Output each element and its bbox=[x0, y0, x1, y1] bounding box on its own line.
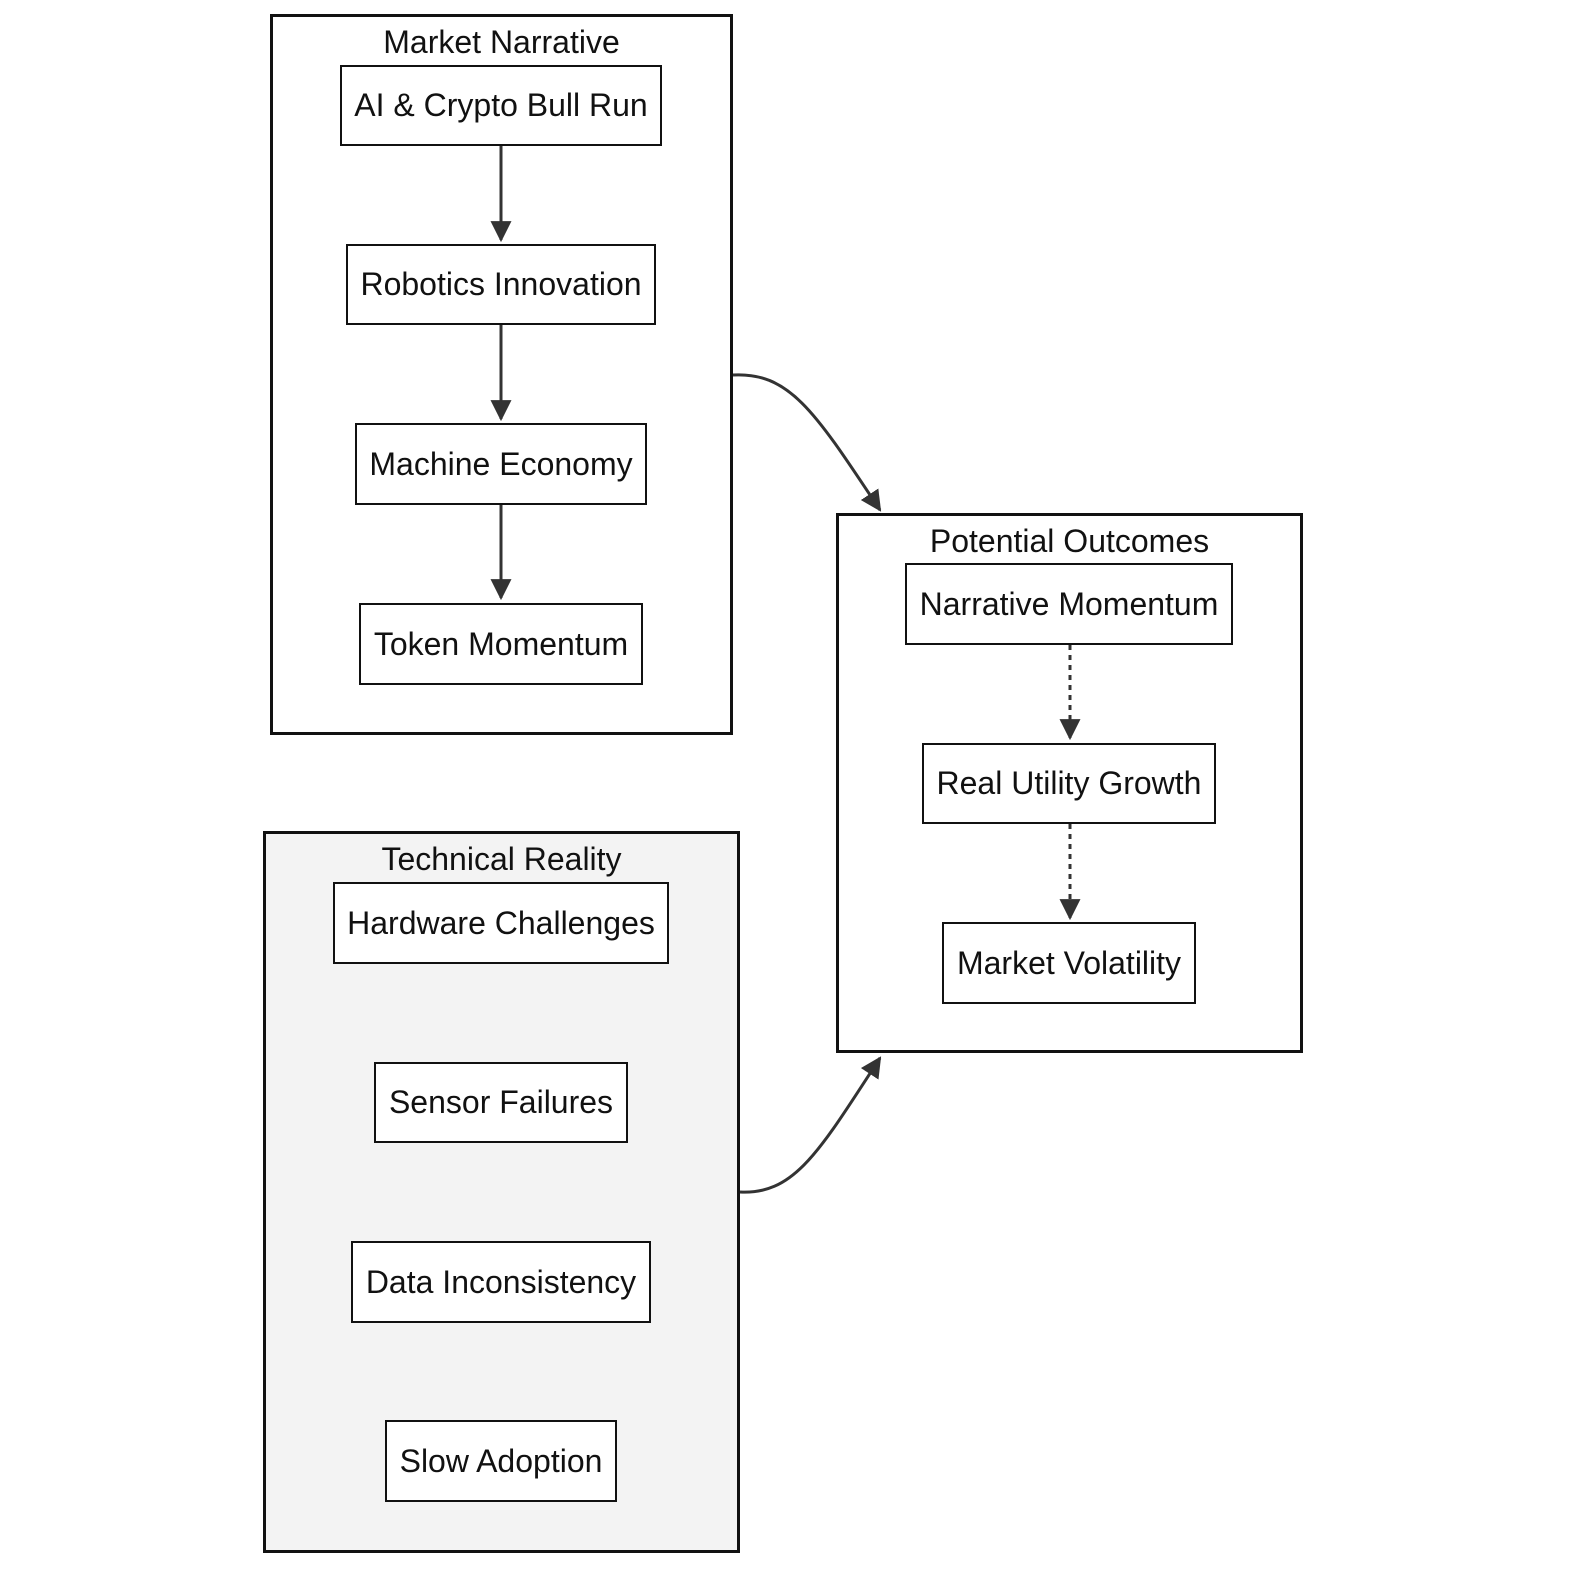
group-title-potential-outcomes: Potential Outcomes bbox=[929, 523, 1210, 559]
node-narrative-momentum[interactable]: Narrative Momentum bbox=[905, 563, 1233, 645]
group-title-market-narrative: Market Narrative bbox=[383, 24, 620, 60]
node-slow-adoption[interactable]: Slow Adoption bbox=[385, 1420, 617, 1502]
group-title-technical-reality: Technical Reality bbox=[381, 841, 622, 877]
group-potential-outcomes: Potential Outcomes bbox=[836, 513, 1303, 1053]
node-token-momentum[interactable]: Token Momentum bbox=[359, 603, 643, 685]
node-machine-economy[interactable]: Machine Economy bbox=[355, 423, 647, 505]
node-sensor-failures[interactable]: Sensor Failures bbox=[374, 1062, 628, 1143]
node-hardware-challenges[interactable]: Hardware Challenges bbox=[333, 882, 669, 964]
node-market-volatility[interactable]: Market Volatility bbox=[942, 922, 1196, 1004]
edge-technical-reality-to-outcomes bbox=[739, 1056, 882, 1194]
node-ai-crypto-bull-run[interactable]: AI & Crypto Bull Run bbox=[340, 65, 662, 146]
node-data-inconsistency[interactable]: Data Inconsistency bbox=[351, 1241, 651, 1323]
edge-market-narrative-to-outcomes bbox=[732, 373, 882, 512]
node-real-utility-growth[interactable]: Real Utility Growth bbox=[922, 743, 1216, 824]
node-robotics-innovation[interactable]: Robotics Innovation bbox=[346, 244, 656, 325]
group-market-narrative: Market Narrative bbox=[270, 14, 733, 735]
